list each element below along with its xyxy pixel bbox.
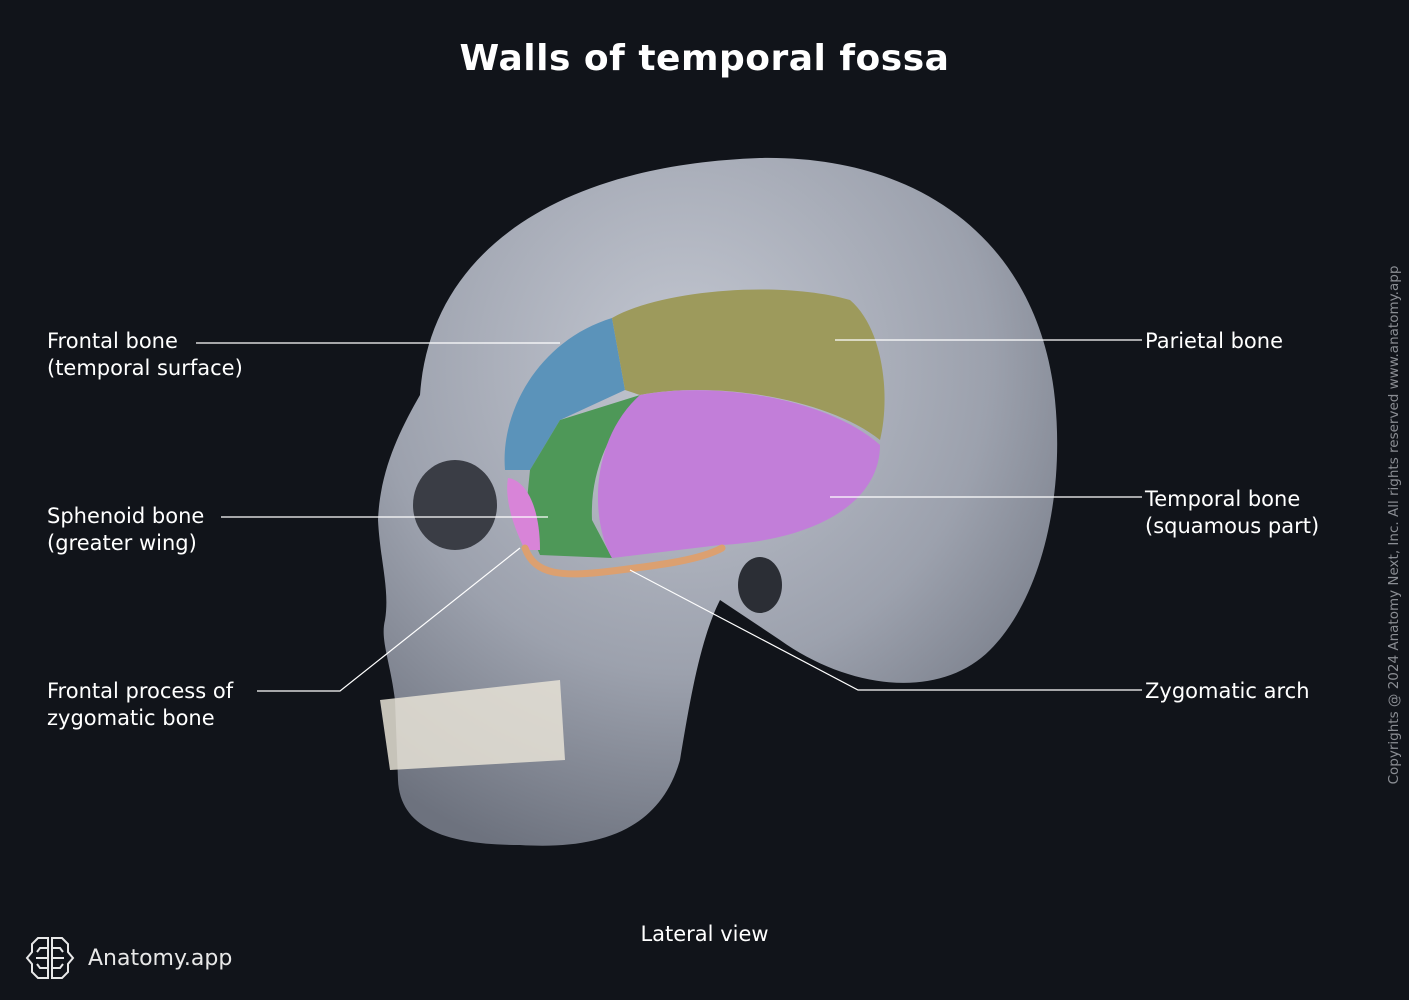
label-frontal-process-zygomatic: Frontal process of zygomatic bone — [47, 678, 233, 732]
brain-icon — [25, 937, 75, 979]
temporal-region — [597, 390, 880, 558]
label-parietal-bone: Parietal bone — [1145, 328, 1283, 355]
ear-canal — [738, 557, 782, 613]
label-line: zygomatic bone — [47, 706, 215, 730]
copyright-text: Copyrights @ 2024 Anatomy Next, Inc. All… — [1386, 265, 1402, 785]
brand-logo: Anatomy.app — [24, 934, 232, 982]
view-caption: Lateral view — [640, 922, 769, 946]
leader-zygomatic-arch — [629, 569, 1142, 691]
label-zygomatic-arch: Zygomatic arch — [1145, 678, 1310, 705]
label-frontal-bone: Frontal bone (temporal surface) — [47, 328, 243, 382]
label-line: Temporal bone — [1145, 487, 1301, 511]
label-line: (greater wing) — [47, 531, 197, 555]
label-line: (temporal surface) — [47, 356, 243, 380]
zygomatic-process-region — [507, 478, 540, 550]
brand-name: Anatomy.app — [88, 945, 233, 971]
label-sphenoid-bone: Sphenoid bone (greater wing) — [47, 503, 204, 557]
label-line: Zygomatic arch — [1145, 679, 1310, 703]
parietal-region — [612, 289, 885, 440]
teeth — [380, 680, 565, 770]
label-line: Frontal bone — [47, 329, 178, 353]
label-line: Sphenoid bone — [47, 504, 205, 528]
page-title: Walls of temporal fossa — [459, 38, 950, 79]
label-line: Parietal bone — [1145, 329, 1283, 353]
leader-zygomatic-process — [257, 547, 521, 692]
frontal-region — [504, 318, 625, 470]
label-line: Frontal process of — [47, 679, 234, 703]
orbit — [413, 460, 497, 550]
label-line: (squamous part) — [1145, 514, 1320, 538]
label-temporal-bone: Temporal bone (squamous part) — [1145, 486, 1319, 540]
zygomatic-arch-region — [521, 544, 726, 578]
